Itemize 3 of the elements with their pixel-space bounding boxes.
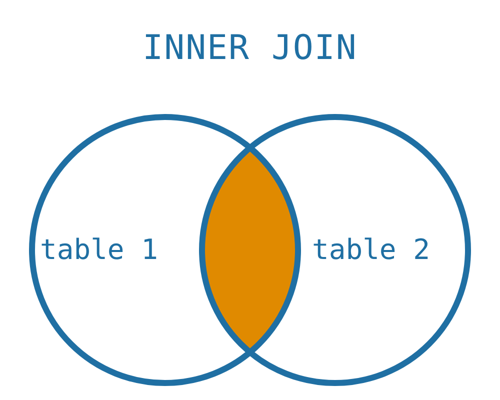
set-label: table 1: [40, 232, 158, 268]
diagram-title: INNER JOIN: [142, 28, 358, 68]
set-label: table 2: [312, 232, 430, 268]
